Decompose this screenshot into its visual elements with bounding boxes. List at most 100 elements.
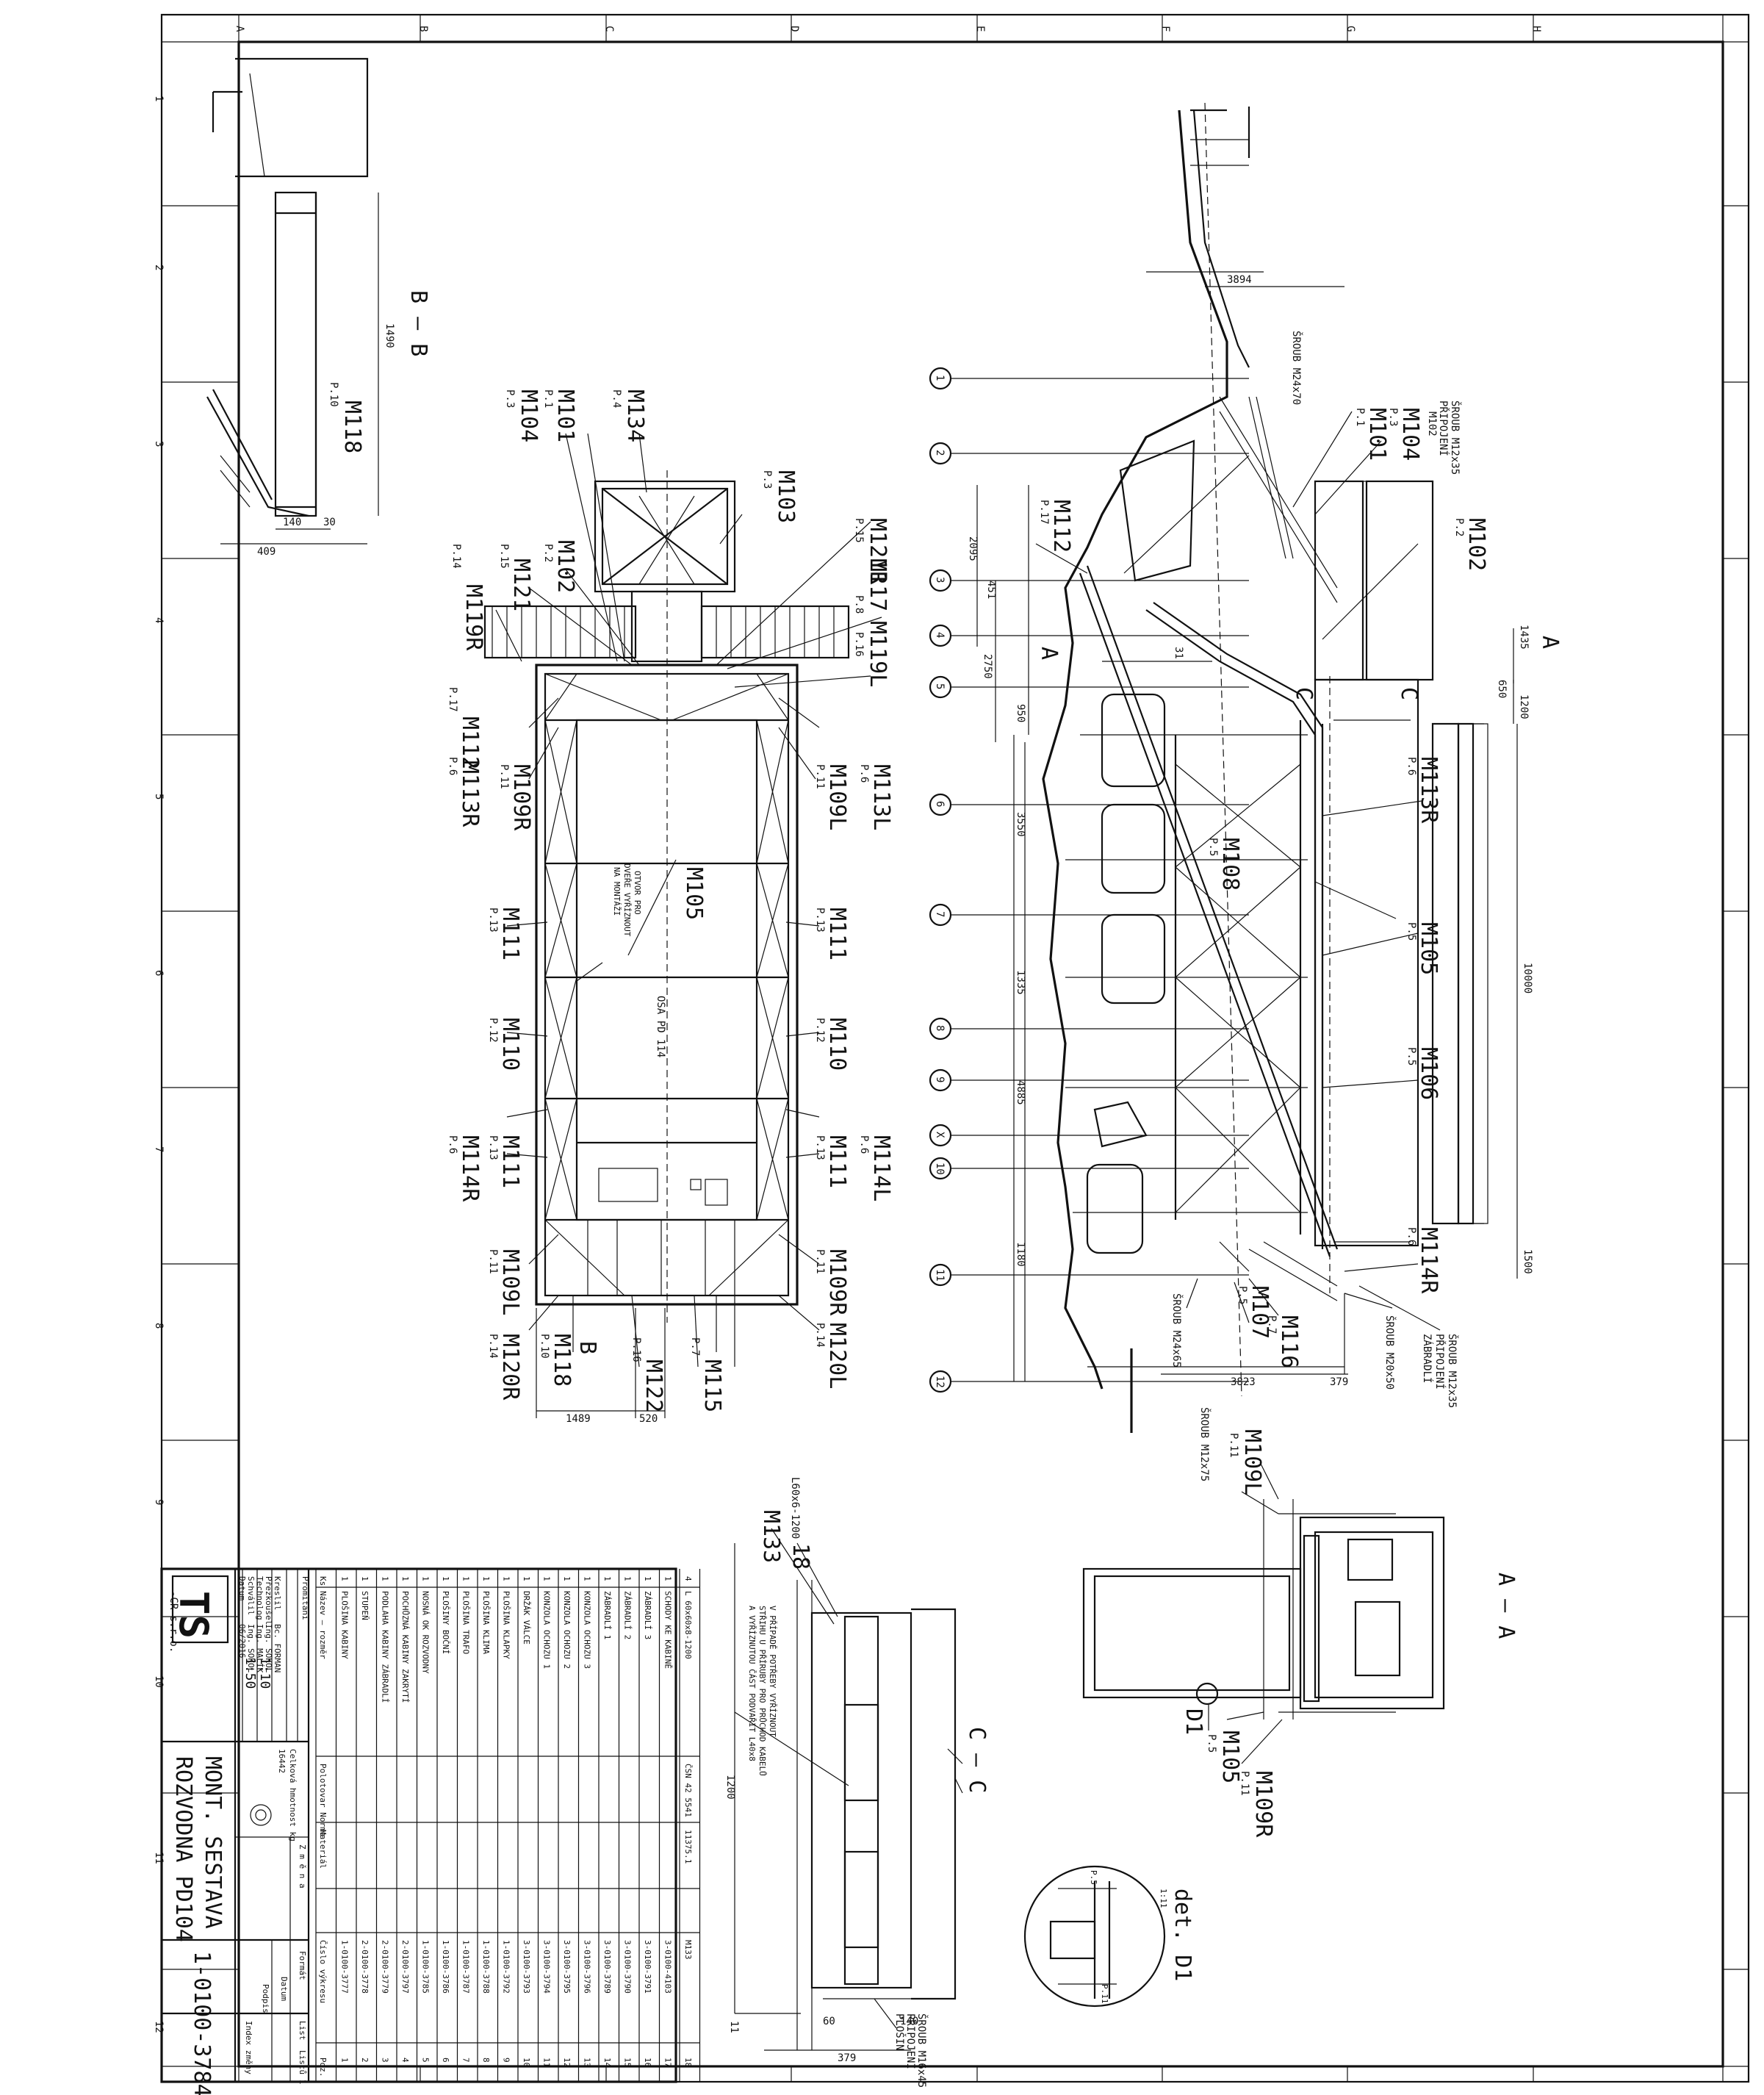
plan-p13d: P.13 xyxy=(814,1135,826,1160)
plan-p11d: P.11 xyxy=(814,1249,826,1274)
elev-dim-2095: 2095 xyxy=(967,536,979,561)
col-label-e: E xyxy=(974,26,986,32)
elev-dim-451: 451 xyxy=(985,581,997,599)
tb-list: List xyxy=(298,2021,307,2041)
bom-row-pos: 4 xyxy=(400,2058,410,2063)
plan-p14c: P.14 xyxy=(814,1323,826,1348)
axis-x: X xyxy=(934,1132,946,1138)
drawing-frame: A B C D E F G H 1 2 3 4 5 6 7 8 9 10 11 … xyxy=(153,13,1750,2083)
plan-p14a: P.14 xyxy=(450,544,462,569)
elev-m106: M106 xyxy=(1416,1047,1441,1100)
bom-row-drawing: 3-0100-3794 xyxy=(542,1940,552,1994)
plan-p13a: P.13 xyxy=(487,908,499,932)
elev-c-cut-left: C xyxy=(1291,687,1317,700)
elev-pripojeni-m102-2: M102 xyxy=(1426,412,1438,436)
elev-sroub-m12-top: ŠROUB M12x35 xyxy=(1449,400,1462,475)
col-label-a: A xyxy=(234,26,245,32)
row-label-3: 3 xyxy=(153,441,165,447)
elev-dim-3823: 3823 xyxy=(1231,1376,1256,1388)
bom-row-name: KONZOLA OCHOZU 3 xyxy=(583,1591,592,1669)
bom-row-qty: 1 xyxy=(643,1576,652,1581)
plan-m114r: M114R xyxy=(457,1135,483,1202)
bom-header-drawing: Číslo výkresu xyxy=(318,1940,328,2003)
bom-header-pos: Poz. xyxy=(318,2058,328,2077)
elevation-view: 1 2 3 4 5 6 7 8 9 X 10 11 12 xyxy=(929,102,1563,1433)
plan-p6c: P.6 xyxy=(447,1135,458,1154)
bom-extra-name: L 60x60x8-1200 xyxy=(683,1591,693,1659)
elev-m105: M105 xyxy=(1416,922,1441,975)
elev-dim-3550: 3550 xyxy=(1015,812,1026,837)
plan-m120l: M120L xyxy=(824,1323,850,1389)
axis-2: 2 xyxy=(934,450,946,456)
section-c-c: C – C M133 18 L60x6-1200 V PŘÍPADĚ POTŘE… xyxy=(724,1477,990,2088)
plan-dim-520: 520 xyxy=(639,1413,658,1425)
bom-row-name: NOSNÁ OK ROZVODNY xyxy=(421,1591,431,1674)
plan-opening-note-1: OTVOR PRO xyxy=(633,871,642,915)
bom-row-drawing: 1-0100-3786 xyxy=(441,1940,450,1994)
elev-sroub-m24: ŠROUB M24x70 xyxy=(1290,331,1303,405)
col-label-g: G xyxy=(1344,26,1356,32)
plan-p6b: P.6 xyxy=(858,764,870,783)
bom-row-qty: 1 xyxy=(400,1576,410,1581)
tb-role-2: Technolog xyxy=(255,1576,264,1620)
plan-m104: M104 xyxy=(516,389,541,442)
plan-m111b: M111 xyxy=(824,908,850,960)
bom-row-qty: 1 xyxy=(340,1576,350,1581)
plan-p12b: P.12 xyxy=(814,1018,826,1043)
plan-m122: M122 xyxy=(641,1359,666,1412)
elev-p6a: P.6 xyxy=(1405,757,1417,775)
bom-row-name: ZÁBRADLÍ 1 xyxy=(602,1591,612,1639)
row-label-8: 8 xyxy=(153,1323,165,1329)
plan-axis-note: OSA PD 114 xyxy=(655,996,666,1057)
plan-m103: M103 xyxy=(773,470,799,523)
cc-profile: L60x6-1200 xyxy=(789,1477,801,1539)
cc-dim-140: 140 xyxy=(900,2016,918,2027)
bom-row-name: PLOŠINA KLAPKY xyxy=(502,1591,511,1659)
elev-m116: M116 xyxy=(1276,1315,1302,1368)
plan-m109r: M109R xyxy=(508,764,534,831)
elev-c-cut-right: C xyxy=(1396,687,1422,700)
row-label-6: 6 xyxy=(153,970,165,976)
bom-row-qty: 1 xyxy=(461,1576,471,1581)
elev-p17: P.17 xyxy=(1038,500,1050,525)
bom-row-drawing: 1-0100-3777 xyxy=(340,1940,350,1994)
plan-m113r: M113R xyxy=(457,761,483,827)
bom-row-pos: 2 xyxy=(360,2058,370,2063)
axis-10: 10 xyxy=(934,1163,946,1175)
elev-m112: M112 xyxy=(1048,500,1074,553)
plan-p16a: P.16 xyxy=(853,632,865,657)
plan-m111a: M111 xyxy=(497,908,523,960)
plan-m105: M105 xyxy=(681,867,707,920)
bom-row-pos: 7 xyxy=(461,2058,471,2063)
bb-dim-30: 30 xyxy=(323,517,336,528)
plan-p8: P.8 xyxy=(853,595,865,614)
plan-opening-note-2: DVEŘE VYŘÍZNOUT xyxy=(622,863,632,937)
bom-row-pos: 1 xyxy=(340,2058,350,2063)
plan-p15: P.15 xyxy=(853,518,865,543)
bom-row-drawing: 3-0100-4103 xyxy=(663,1940,673,1994)
bom-extra-drawing: M133 xyxy=(683,1940,693,1960)
elev-dim-1200: 1200 xyxy=(1518,694,1530,719)
tb-role-1: Přezkoušel xyxy=(264,1576,273,1625)
bom-row-drawing: 3-0100-3796 xyxy=(583,1940,592,1994)
plan-m111c: M111 xyxy=(497,1135,523,1188)
axis-4: 4 xyxy=(934,632,946,638)
d1-label-b: P.11 xyxy=(1100,1984,1109,2004)
col-label-h: H xyxy=(1530,26,1542,32)
plan-p15b: P.15 xyxy=(498,544,510,569)
row-label-7: 7 xyxy=(153,1146,165,1152)
cc-sroub-1: ŠROUB M16x45 xyxy=(915,2013,929,2088)
bom-row-pos: 3 xyxy=(381,2058,390,2063)
plan-m109l: M109L xyxy=(824,764,850,830)
row-label-5: 5 xyxy=(153,794,165,799)
col-label-c: C xyxy=(603,26,615,32)
plan-p4: P.4 xyxy=(611,389,622,408)
elev-p2: P.2 xyxy=(1453,518,1465,536)
tb-datum: Datum xyxy=(279,1977,289,2001)
plan-p11c: P.11 xyxy=(487,1249,499,1274)
tb-podpis: Podpis xyxy=(261,1984,270,2013)
axis-5: 5 xyxy=(934,683,946,689)
plan-p13b: P.13 xyxy=(814,908,826,932)
bb-p-label: P.10 xyxy=(328,382,339,407)
elev-m113r: M113R xyxy=(1416,757,1441,824)
